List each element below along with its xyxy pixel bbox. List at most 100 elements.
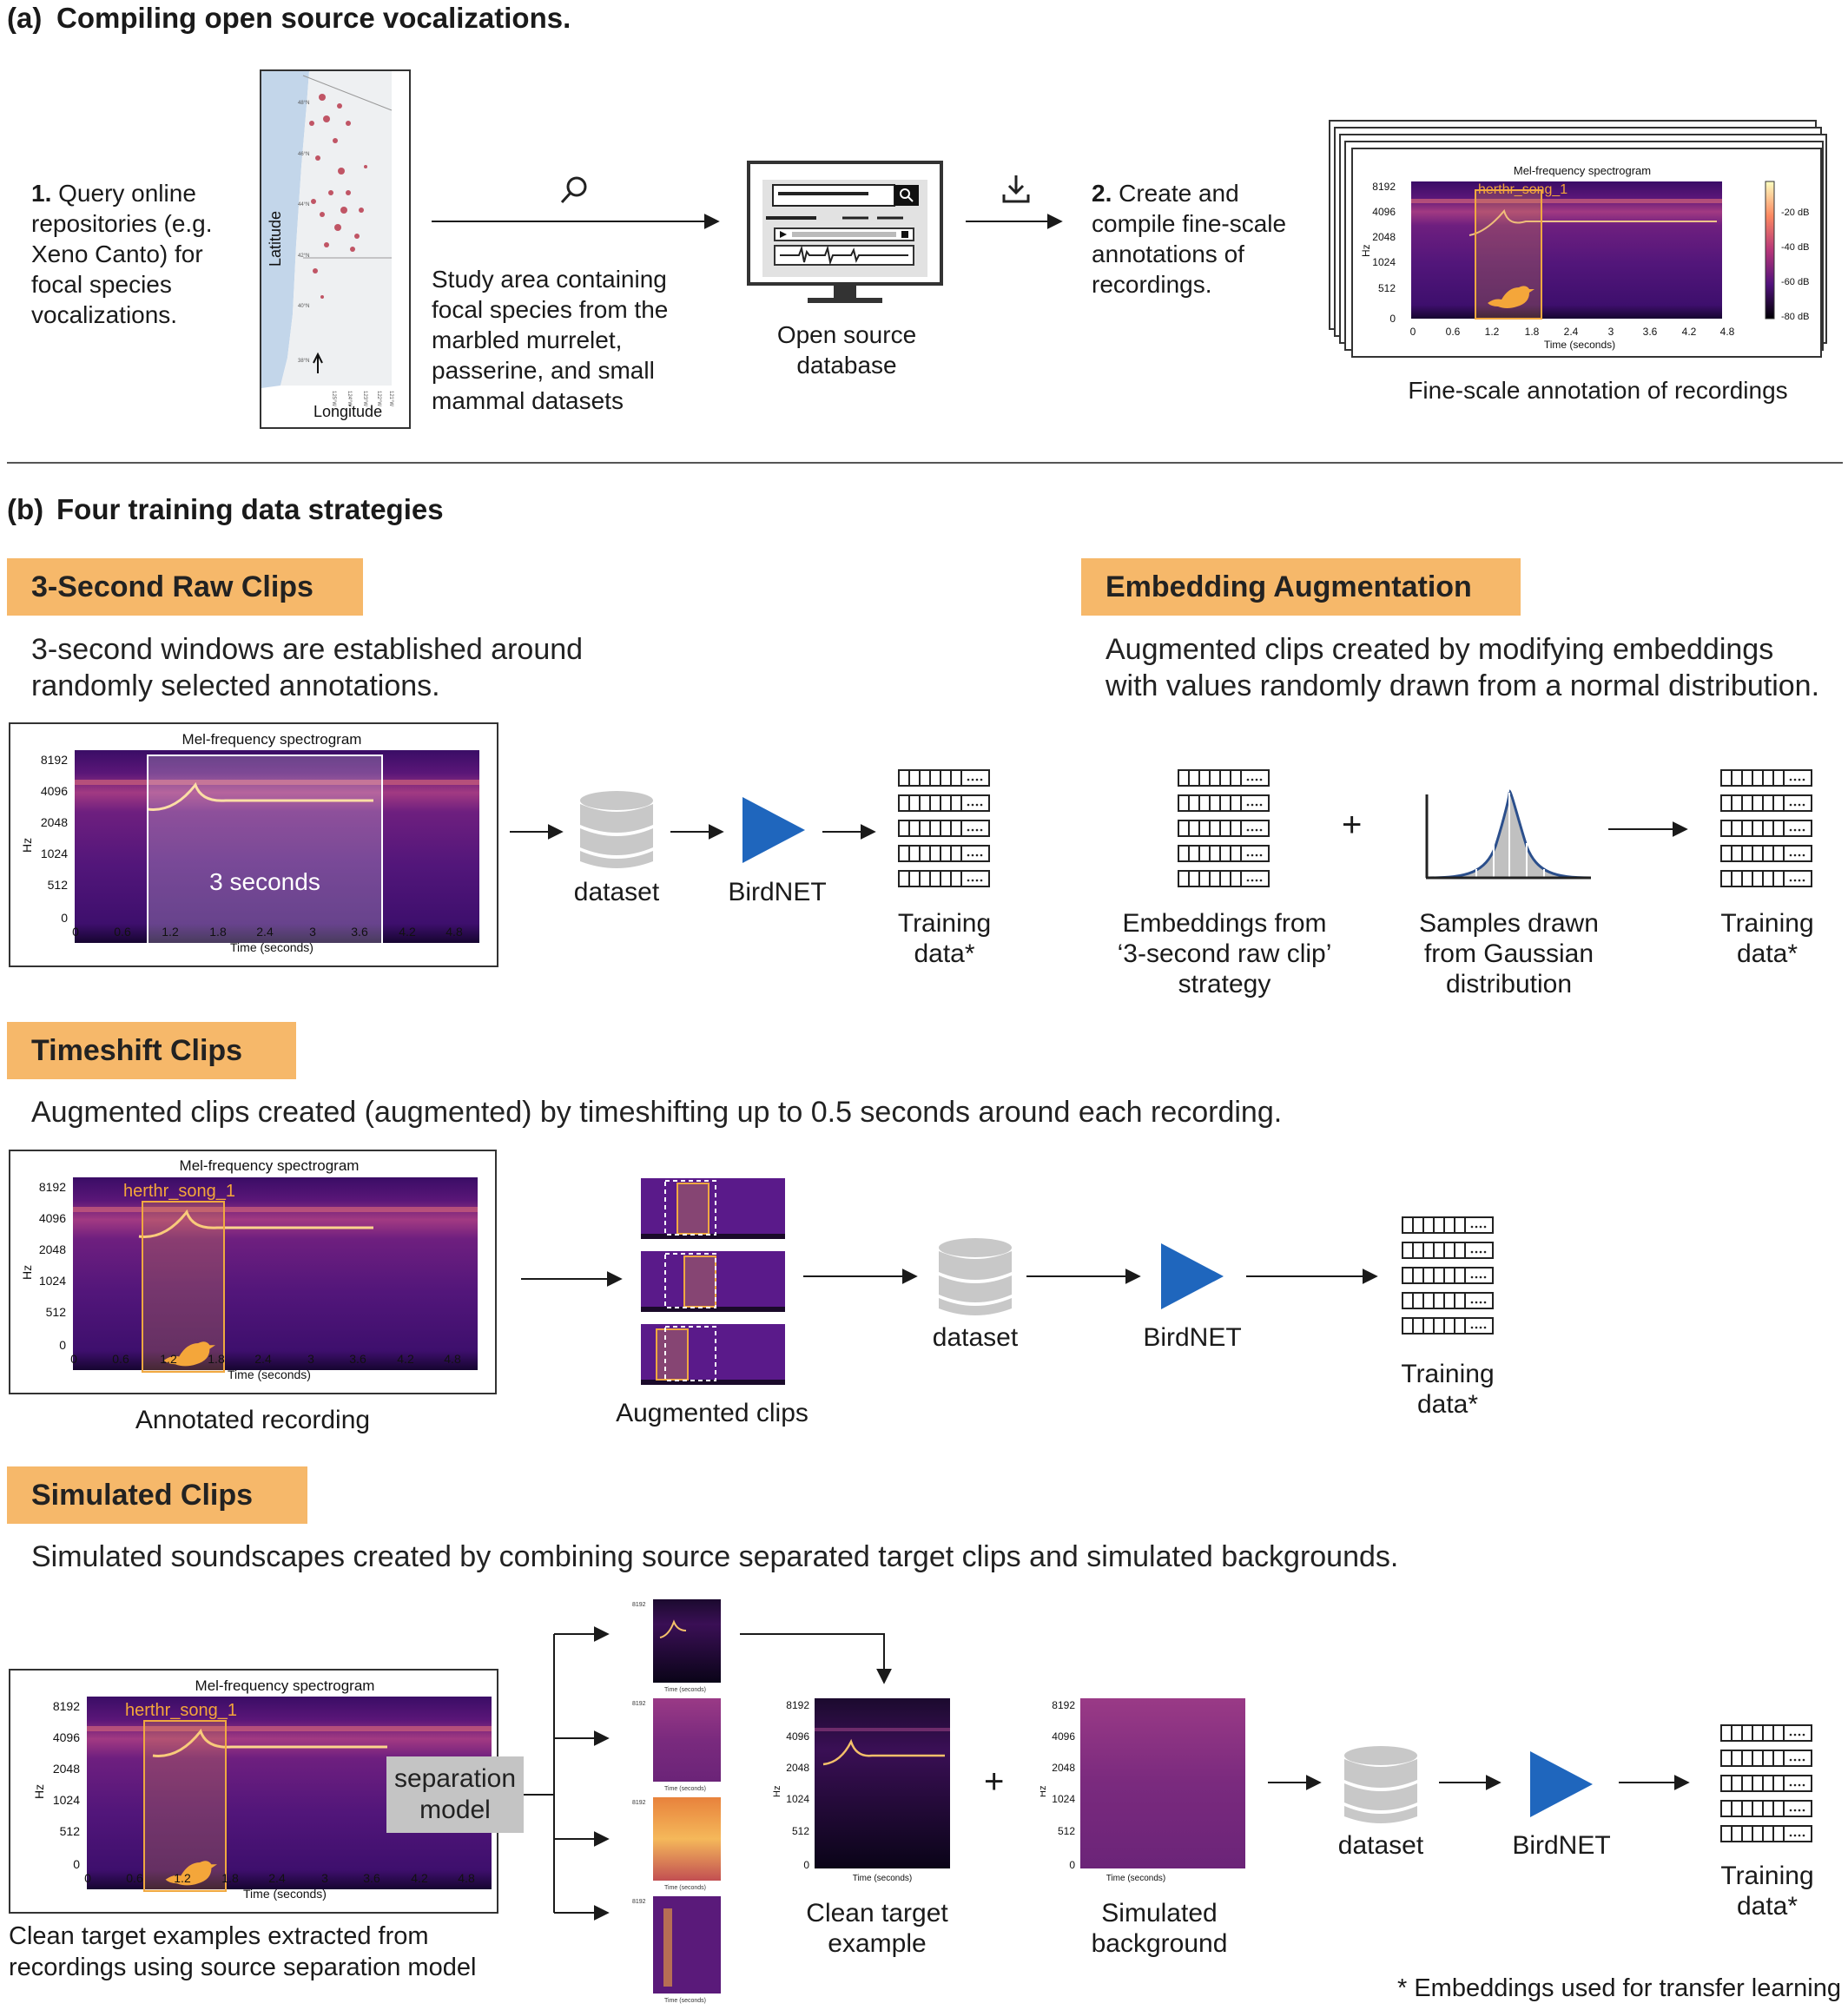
x-tick: 3.6 xyxy=(351,925,368,939)
arrow-ts-2 xyxy=(803,1269,918,1284)
x-tick: 0 xyxy=(84,1871,91,1885)
simulated-plus: + xyxy=(984,1763,1005,1801)
step2-body: Create and compile fine-scale annotation… xyxy=(1092,180,1287,298)
y-tick: 1024 xyxy=(39,1274,66,1288)
map-lon-tick: 121°W xyxy=(388,391,393,406)
annotated-caption: Annotated recording xyxy=(135,1406,371,1434)
x-tick: 1.2 xyxy=(174,1871,191,1885)
x-tick: 3 xyxy=(309,925,316,939)
timeshift-desc: Augmented clips created (augmented) by t… xyxy=(31,1096,1283,1129)
annotation-label: herthr_song_1 xyxy=(125,1701,237,1720)
embedding-aug-tag-label: Embedding Augmentation xyxy=(1106,570,1472,603)
map-lat-tick: 46°N xyxy=(298,152,309,157)
raw-clips-desc-1: 3-second windows are established around xyxy=(31,633,584,666)
thumb-xlabel: Time (seconds) xyxy=(664,1687,706,1693)
spectrogram-xlabel: Time (seconds) xyxy=(243,1887,327,1901)
spectrogram-title: Mel-frequency spectrogram xyxy=(182,731,362,748)
arrow-ts-4 xyxy=(1246,1269,1378,1284)
y-tick: 1024 xyxy=(1372,256,1396,268)
database-icon xyxy=(939,1238,1012,1315)
y-tick: 4096 xyxy=(1372,206,1396,218)
panel-b-letter: (b) xyxy=(7,493,44,525)
panel-b-title: Four training data strategies xyxy=(56,493,444,525)
map-lon-tick: 125°W xyxy=(331,391,336,406)
spectrogram-xlabel: Time (seconds) xyxy=(1106,1874,1166,1883)
arrow-sim-2 xyxy=(1439,1775,1502,1790)
x-tick: 1.2 xyxy=(160,1352,177,1366)
x-tick: 2.4 xyxy=(256,925,274,939)
simulated-training-label: Training data* xyxy=(1720,1862,1814,1921)
y-tick: 0 xyxy=(61,911,68,925)
y-tick: 8192 xyxy=(1372,181,1396,193)
y-tick: 4096 xyxy=(1052,1730,1075,1743)
y-tick: 8192 xyxy=(39,1180,66,1194)
step1-body: Query online repositories (e.g. Xeno Can… xyxy=(31,180,213,328)
timeshift-dataset-label: dataset xyxy=(932,1323,1019,1352)
x-tick: 0.6 xyxy=(114,925,131,939)
arrow-to-database xyxy=(432,214,720,229)
colorbar-tick: -60 dB xyxy=(1781,277,1809,287)
spectrogram-ylabel: Hz xyxy=(20,1265,34,1280)
augmented-caption: Augmented clips xyxy=(616,1399,808,1427)
x-tick: 3 xyxy=(307,1352,314,1366)
y-tick: 1024 xyxy=(786,1793,809,1805)
arrow-to-clean-target xyxy=(740,1633,892,1684)
y-tick: 2048 xyxy=(1372,231,1396,243)
map-lat-tick: 40°N xyxy=(298,304,309,309)
timeshift-tag-label: Timeshift Clips xyxy=(31,1034,243,1067)
annotation-caption: Fine-scale annotation of recordings xyxy=(1408,377,1788,404)
spectrogram-ylabel: Hz xyxy=(20,838,34,853)
y-tick: 512 xyxy=(1378,282,1396,294)
embedding-aug-desc-1: Augmented clips created by modifying emb… xyxy=(1106,633,1774,666)
birdnet-play-icon xyxy=(1530,1751,1593,1817)
y-tick: 1024 xyxy=(1052,1793,1075,1805)
y-tick: 8192 xyxy=(1052,1699,1075,1711)
raw-birdnet-label: BirdNET xyxy=(728,878,827,906)
database-icon xyxy=(1344,1746,1417,1823)
clean-target-spectrogram: 8192 4096 2048 1024 512 0 Hz Time (secon… xyxy=(772,1698,950,1883)
x-tick: 3 xyxy=(321,1871,328,1885)
embedding-aug-desc-2: with values randomly drawn from a normal… xyxy=(1106,669,1820,702)
birdnet-play-icon xyxy=(742,797,805,863)
raw-clips-spectrogram: Mel-frequency spectrogram 3 seconds 8192… xyxy=(9,722,498,967)
x-tick: 0 xyxy=(1410,326,1416,338)
training-data-icon xyxy=(1402,1216,1494,1335)
thumb-y-tick: 8192 xyxy=(632,1602,646,1608)
spectrogram-xlabel: Time (seconds) xyxy=(230,940,314,954)
raw-training-label: Training data* xyxy=(897,909,992,968)
north-arrow-icon xyxy=(313,352,323,373)
birdnet-play-icon xyxy=(1161,1243,1224,1309)
y-tick: 8192 xyxy=(41,753,68,767)
simulated-background-spectrogram: 8192 4096 2048 1024 512 0 Hz Time (secon… xyxy=(1040,1698,1245,1883)
x-tick: 4.2 xyxy=(397,1352,414,1366)
arrow-sim-3 xyxy=(1619,1775,1690,1790)
colorbar-tick: -40 dB xyxy=(1781,242,1809,253)
timeshift-spectrogram: Mel-frequency spectrogram herthr_song_1 … xyxy=(9,1150,497,1394)
x-tick: 1.8 xyxy=(1525,326,1540,338)
simulated-dataset-label: dataset xyxy=(1337,1831,1424,1860)
study-area-map: 48°N 46°N 44°N 42°N 40°N 38°N 125°W 124°… xyxy=(260,69,411,429)
separated-outputs: 8192 8192 8192 8192 Time (seconds) Time … xyxy=(632,1599,721,2004)
training-data-icon xyxy=(1720,1724,1812,1842)
y-tick: 512 xyxy=(60,1824,81,1838)
y-tick: 2048 xyxy=(1052,1762,1075,1774)
arrow-embedding xyxy=(1608,821,1688,837)
x-tick: 4.2 xyxy=(399,925,416,939)
y-tick: 4096 xyxy=(41,784,68,798)
y-tick: 512 xyxy=(46,1305,67,1319)
spectrogram-ylabel: Hz xyxy=(32,1784,46,1799)
x-tick: 3.6 xyxy=(349,1352,366,1366)
y-tick: 4096 xyxy=(39,1211,66,1225)
y-tick: 512 xyxy=(1058,1825,1075,1837)
spectrogram-xlabel: Time (seconds) xyxy=(1544,339,1615,351)
y-tick: 1024 xyxy=(53,1793,80,1807)
x-tick: 0.6 xyxy=(112,1352,129,1366)
panel-a-title: Compiling open source vocalizations. xyxy=(56,2,571,34)
x-tick: 0 xyxy=(70,1352,77,1366)
step1-text: 1. Query online repositories (e.g. Xeno … xyxy=(31,178,240,330)
clean-caption-2: recordings using source separation model xyxy=(9,1954,477,1981)
clean-caption-1: Clean target examples extracted from xyxy=(9,1922,429,1950)
x-tick: 3.6 xyxy=(1643,326,1658,338)
arrow-ts-3 xyxy=(1026,1269,1141,1284)
arrow-ts-1 xyxy=(521,1271,623,1287)
